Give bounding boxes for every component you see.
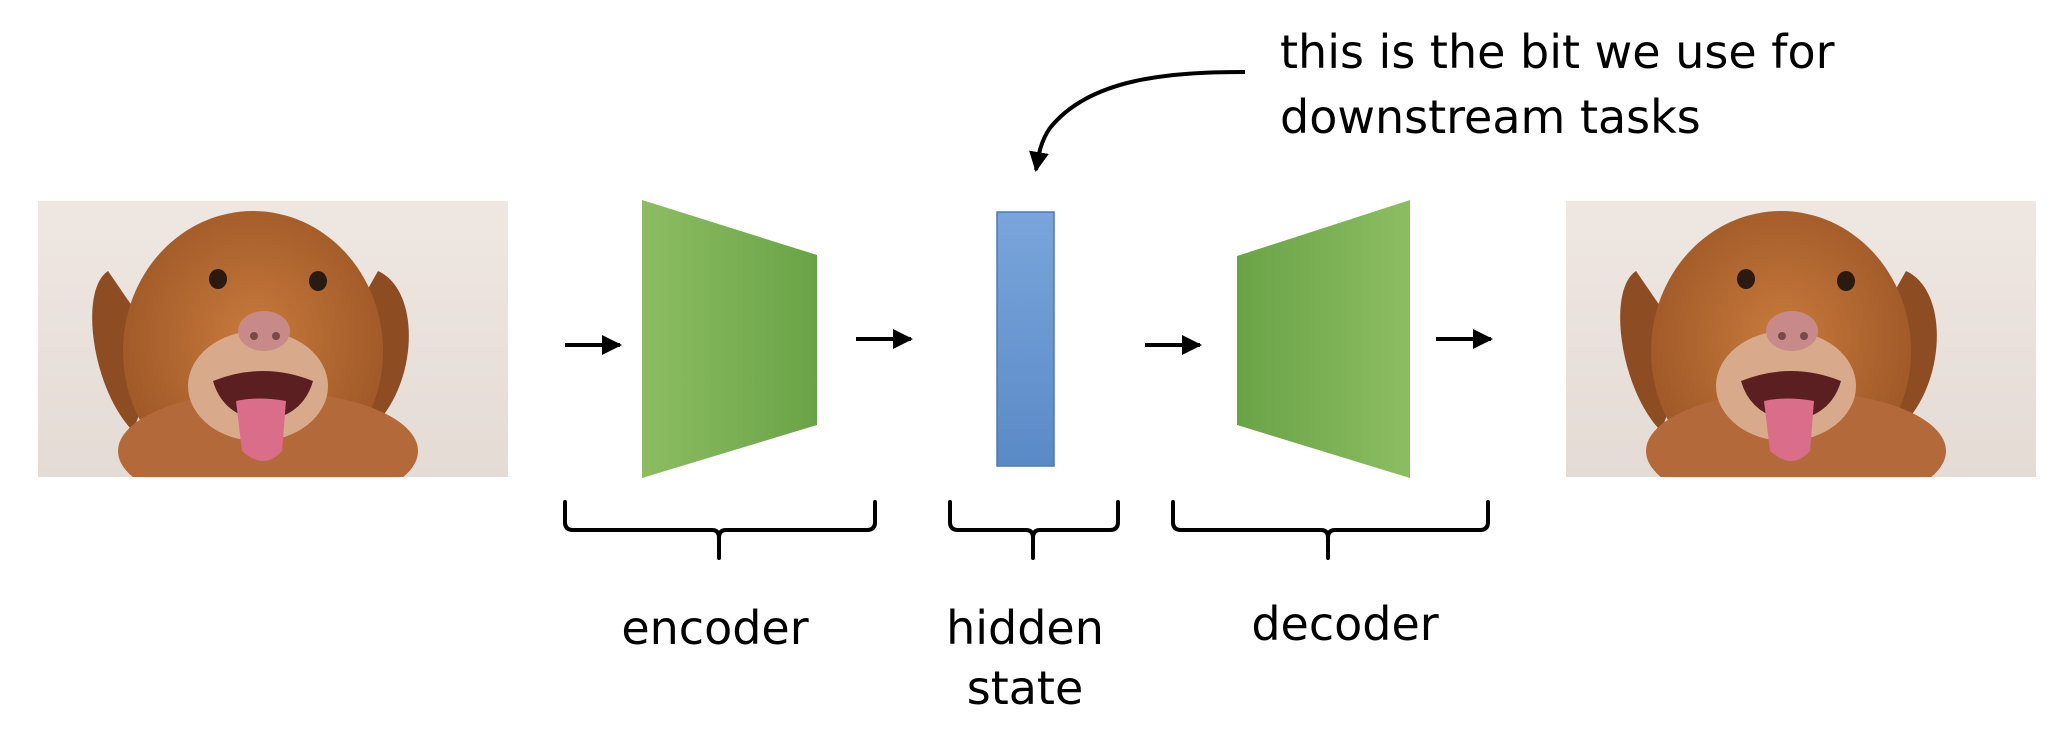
- annotation-arrow: [1029, 70, 1246, 172]
- hidden-state-block: [996, 211, 1055, 467]
- hidden-state-label: hidden state: [900, 598, 1150, 718]
- flow-arrows: [565, 329, 1493, 355]
- braces: [563, 500, 1490, 560]
- annotation-note: this is the bit we use for downstream ta…: [1280, 20, 1835, 150]
- decoder-label: decoder: [1251, 597, 1439, 651]
- decoder-brace: [1171, 500, 1490, 560]
- encoder-label: encoder: [621, 601, 809, 655]
- output-image: [1566, 201, 2036, 477]
- decoder-block: [1237, 200, 1410, 478]
- encoder-brace: [563, 500, 877, 560]
- annotation-note-line2: downstream tasks: [1280, 90, 1701, 144]
- input-image: [38, 201, 508, 477]
- encoder-block: [642, 200, 817, 478]
- hidden-state-brace: [948, 500, 1120, 560]
- annotation-note-line1: this is the bit we use for: [1280, 25, 1835, 79]
- hidden-state-label-line1: hidden: [946, 601, 1104, 655]
- hidden-state-label-line2: state: [966, 661, 1084, 715]
